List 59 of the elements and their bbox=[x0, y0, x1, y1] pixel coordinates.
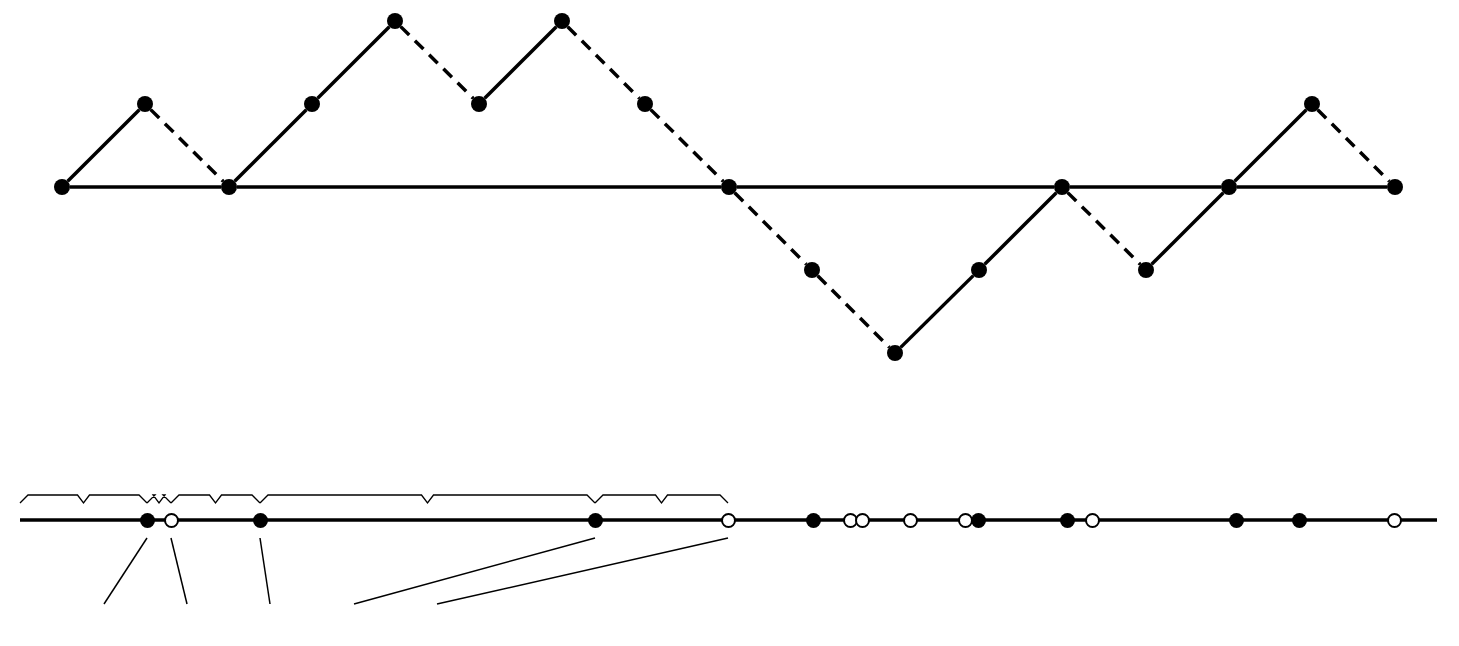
open-circle bbox=[957, 512, 973, 528]
open-circle bbox=[720, 512, 736, 528]
line-segment bbox=[899, 274, 975, 349]
filled-dot bbox=[971, 262, 987, 278]
line-segment bbox=[737, 185, 1054, 189]
line-segment bbox=[483, 25, 558, 100]
line-segment bbox=[316, 25, 391, 100]
filled-dot bbox=[554, 13, 570, 29]
open-circle bbox=[854, 512, 870, 528]
leader-line bbox=[103, 537, 148, 605]
dashed-line bbox=[1066, 191, 1142, 266]
filled-dot bbox=[587, 512, 603, 528]
filled-dot bbox=[387, 13, 403, 29]
line-segment bbox=[1233, 108, 1308, 183]
leader-line bbox=[170, 537, 188, 605]
dashed-line bbox=[566, 25, 641, 100]
open-circle bbox=[842, 512, 858, 528]
open-circle bbox=[163, 512, 179, 528]
dashed-line bbox=[816, 274, 891, 349]
leader-line bbox=[436, 537, 729, 605]
filled-dot bbox=[1054, 179, 1070, 195]
filled-dot bbox=[887, 345, 903, 361]
dashed-line bbox=[649, 108, 725, 183]
filled-dot bbox=[637, 96, 653, 112]
filled-dot bbox=[252, 512, 268, 528]
leader-line bbox=[259, 537, 271, 605]
dashed-line bbox=[149, 108, 225, 183]
filled-dot bbox=[54, 179, 70, 195]
filled-dot bbox=[221, 179, 237, 195]
dashed-line bbox=[733, 191, 808, 266]
dashed-line bbox=[399, 25, 475, 100]
filled-dot bbox=[804, 262, 820, 278]
filled-dot bbox=[139, 512, 155, 528]
filled-dot bbox=[1138, 262, 1154, 278]
filled-dot bbox=[970, 512, 986, 528]
filled-dot bbox=[471, 96, 487, 112]
filled-dot bbox=[304, 96, 320, 112]
open-circle bbox=[1386, 512, 1402, 528]
line-segment bbox=[983, 191, 1058, 266]
filled-dot bbox=[1387, 179, 1403, 195]
line-segment bbox=[1237, 185, 1387, 189]
open-circle bbox=[902, 512, 918, 528]
filled-dot bbox=[1291, 512, 1307, 528]
filled-dot bbox=[721, 179, 737, 195]
filled-dot bbox=[805, 512, 821, 528]
filled-dot bbox=[137, 96, 153, 112]
leader-line bbox=[353, 537, 596, 605]
line-segment bbox=[233, 108, 308, 183]
line-segment bbox=[237, 185, 721, 189]
dashed-line bbox=[1316, 108, 1391, 183]
open-circle bbox=[1084, 512, 1100, 528]
line-segment bbox=[1070, 185, 1221, 189]
filled-dot bbox=[1221, 179, 1237, 195]
filled-dot bbox=[1304, 96, 1320, 112]
filled-dot bbox=[1059, 512, 1075, 528]
filled-dot bbox=[1228, 512, 1244, 528]
line-segment bbox=[70, 185, 221, 189]
line-segment bbox=[66, 108, 141, 183]
line-segment bbox=[1150, 191, 1225, 266]
